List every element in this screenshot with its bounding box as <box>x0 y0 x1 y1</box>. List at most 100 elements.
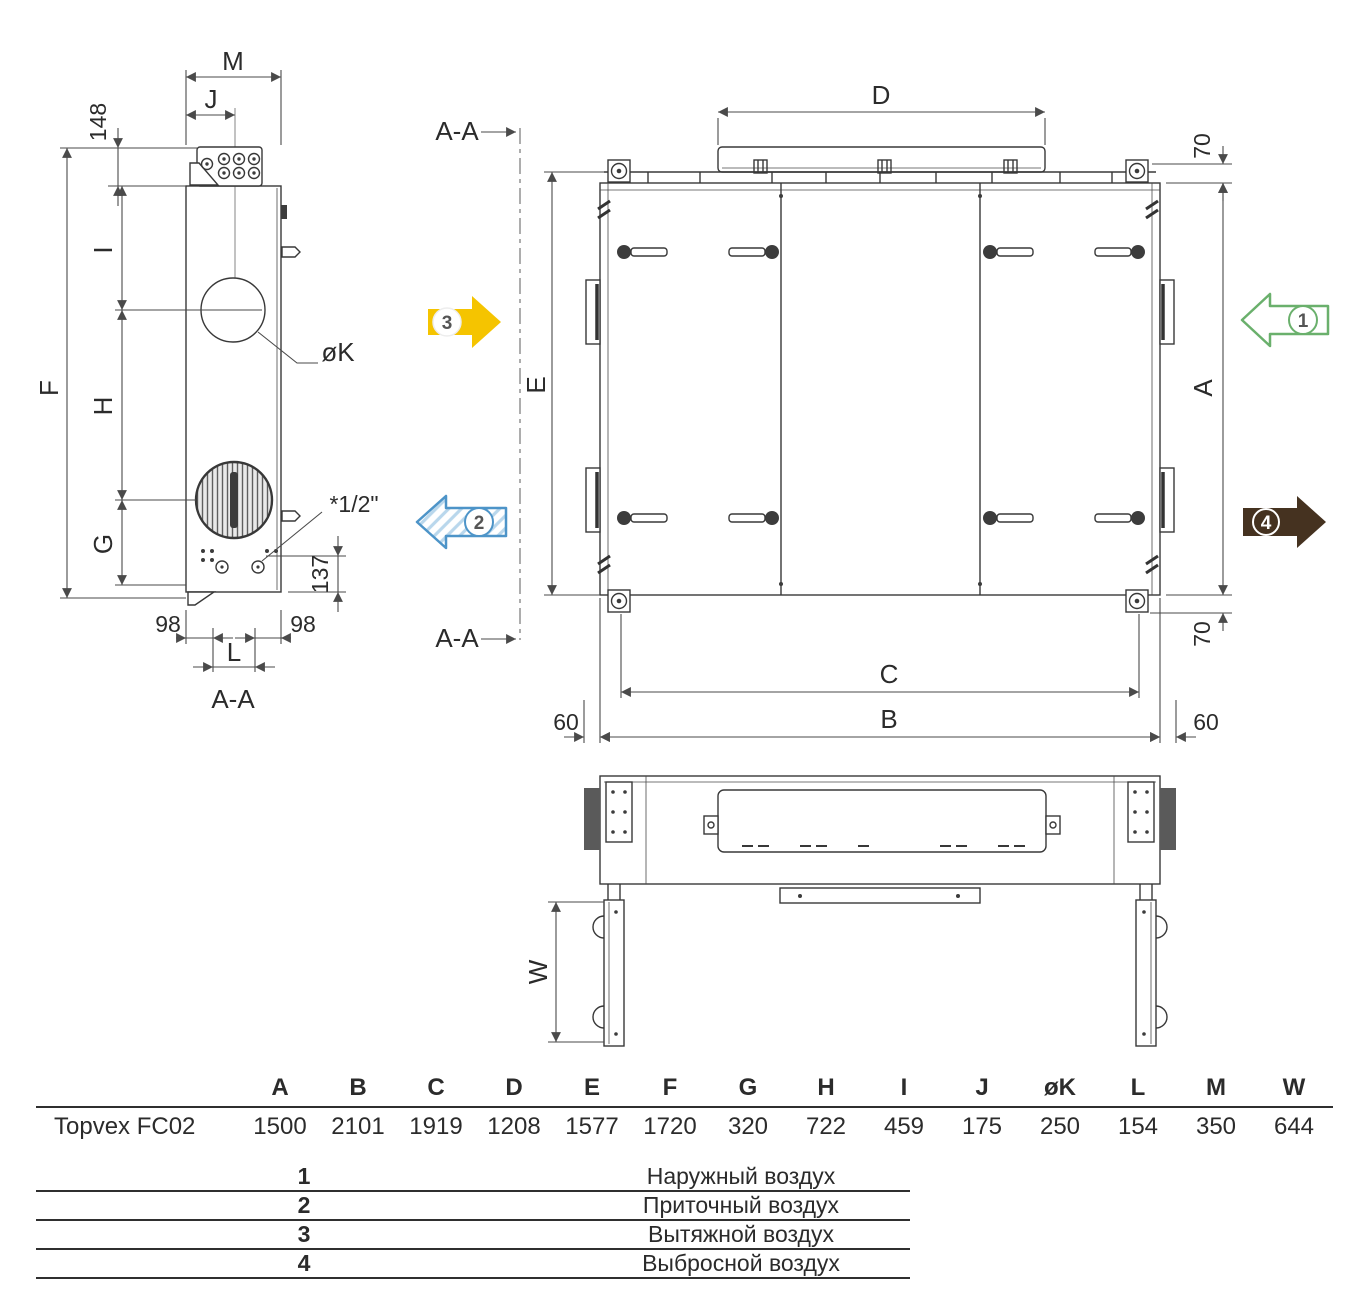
dim-label-137: 137 <box>307 555 333 593</box>
dim-value: 250 <box>1039 1113 1081 1140</box>
dim-label-b: B <box>880 704 897 734</box>
dim-label-w: W <box>523 959 553 984</box>
dim-label-h: H <box>88 397 118 416</box>
legend-row: 2 Приточный воздух <box>36 1192 910 1221</box>
dim-label-60-right: 60 <box>1193 709 1219 735</box>
corner-feet <box>607 159 1149 613</box>
dim-label-e: E <box>521 376 551 393</box>
drain-size-label: *1/2" <box>329 491 378 517</box>
panel-bolts <box>779 194 982 586</box>
connection-box <box>189 146 263 187</box>
airflow-arrow-exhaust: 4 <box>1243 496 1326 548</box>
dim-column-header: I <box>900 1074 908 1101</box>
dim-value: 175 <box>961 1113 1003 1140</box>
dim-value: 2101 <box>331 1113 385 1140</box>
door-handles <box>617 245 1145 525</box>
dim-value: 320 <box>727 1113 769 1140</box>
roof-tabs <box>647 172 1113 183</box>
dimension-table: A B C D E F G H I J øK L M W Topvex FC02… <box>36 1074 1333 1141</box>
legend-number: 4 <box>297 1250 311 1276</box>
dim-column-header: W <box>1282 1074 1306 1101</box>
extract-arrow-number: 3 <box>442 313 453 334</box>
hinge-marks <box>597 199 1159 575</box>
dim-label-m: M <box>222 46 244 76</box>
outdoor-arrow-number: 1 <box>1298 311 1309 332</box>
dim-value: 1208 <box>487 1113 541 1140</box>
grille-circle <box>194 460 274 540</box>
base-details <box>187 549 278 606</box>
side-view: M J 148 F I H G <box>34 46 379 714</box>
port-diameter-label: øK <box>321 337 355 367</box>
mounting-bar <box>779 887 981 904</box>
door-latch-hooks <box>592 915 1168 1029</box>
legend-number: 1 <box>297 1163 311 1189</box>
front-view-dimensions: D E 70 A 70 C <box>521 80 1232 743</box>
hinge-bracket <box>281 205 287 219</box>
dim-column-header: E <box>583 1074 600 1101</box>
dim-column-header: A <box>271 1074 289 1101</box>
dim-column-header: B <box>349 1074 367 1101</box>
dim-column-header: øK <box>1044 1074 1076 1101</box>
legend-number: 2 <box>297 1192 311 1218</box>
outdoor-arrow-badge <box>1288 305 1318 335</box>
dim-label-98-right: 98 <box>290 611 316 637</box>
top-connection-box <box>717 146 1046 174</box>
airflow-arrow-supply: 2 <box>415 494 508 550</box>
dim-value: 350 <box>1195 1113 1237 1140</box>
dim-label-f: F <box>34 380 64 396</box>
side-brackets <box>585 279 1175 533</box>
dim-label-148: 148 <box>85 103 111 141</box>
dim-value: 154 <box>1117 1113 1159 1140</box>
legend-number: 3 <box>297 1221 311 1247</box>
legend-row: 3 Вытяжной воздух <box>36 1221 910 1250</box>
model-name: Topvex FC02 <box>54 1113 196 1140</box>
legend-label: Наружный воздух <box>646 1163 836 1189</box>
dim-label-60-left: 60 <box>553 709 579 735</box>
technical-drawing: M J 148 F I H G <box>34 46 1330 1047</box>
open-doors <box>592 884 1168 1047</box>
legend-table: 1 Наружный воздух 2 Приточный воздух 3 В… <box>36 1163 910 1279</box>
dim-label-70-bottom: 70 <box>1189 621 1215 647</box>
dim-value: 459 <box>883 1113 925 1140</box>
dim-column-header: M <box>1206 1074 1226 1101</box>
front-view-body <box>599 182 1161 596</box>
dim-column-header: D <box>505 1074 523 1101</box>
drain-tap <box>281 510 301 522</box>
legend-label: Выбросной воздух <box>642 1250 840 1276</box>
dim-column-header: G <box>738 1074 758 1101</box>
panel-clips <box>703 815 1061 835</box>
exhaust-arrow-number: 4 <box>1261 513 1272 534</box>
supply-arrow-badge <box>464 507 494 537</box>
dim-label-98-left: 98 <box>155 611 181 637</box>
dim-label-70-top: 70 <box>1189 133 1215 159</box>
legend-row: 1 Наружный воздух <box>36 1163 910 1192</box>
right-end-cap <box>1160 788 1176 850</box>
left-end-cap <box>584 788 600 850</box>
bottom-view: W <box>523 775 1176 1047</box>
airflow-arrow-extract: 3 <box>428 296 501 348</box>
dim-column-header: F <box>662 1074 678 1101</box>
dim-column-header: L <box>1130 1074 1146 1101</box>
dim-label-i: I <box>88 246 118 253</box>
dimension-table-row: Topvex FC02 1500 2101 1919 1208 1577 172… <box>36 1108 1333 1141</box>
bottom-view-dimensions: W <box>523 901 604 1043</box>
dimension-table-header: A B C D E F G H I J øK L M W <box>36 1074 1333 1108</box>
section-caption: A-A <box>211 684 255 714</box>
dim-label-d: D <box>872 80 891 110</box>
airflow-arrow-outdoor: 1 <box>1240 292 1330 348</box>
section-label-top: A-A <box>435 116 479 146</box>
dim-value: 644 <box>1273 1113 1315 1140</box>
dim-value: 1577 <box>565 1113 619 1140</box>
legend-label: Вытяжной воздух <box>648 1221 834 1247</box>
dim-value: 1500 <box>253 1113 307 1140</box>
exhaust-arrow-badge <box>1252 508 1280 536</box>
recessed-panel <box>717 789 1047 853</box>
dim-column-header: C <box>427 1074 445 1101</box>
dim-label-g: G <box>88 534 118 554</box>
dim-label-c: C <box>880 659 899 689</box>
section-line: A-A A-A <box>435 116 521 653</box>
dim-value: 1919 <box>409 1113 463 1140</box>
dim-column-header: J <box>975 1074 989 1101</box>
dim-label-l: L <box>227 637 241 667</box>
legend-label: Приточный воздух <box>642 1192 840 1218</box>
